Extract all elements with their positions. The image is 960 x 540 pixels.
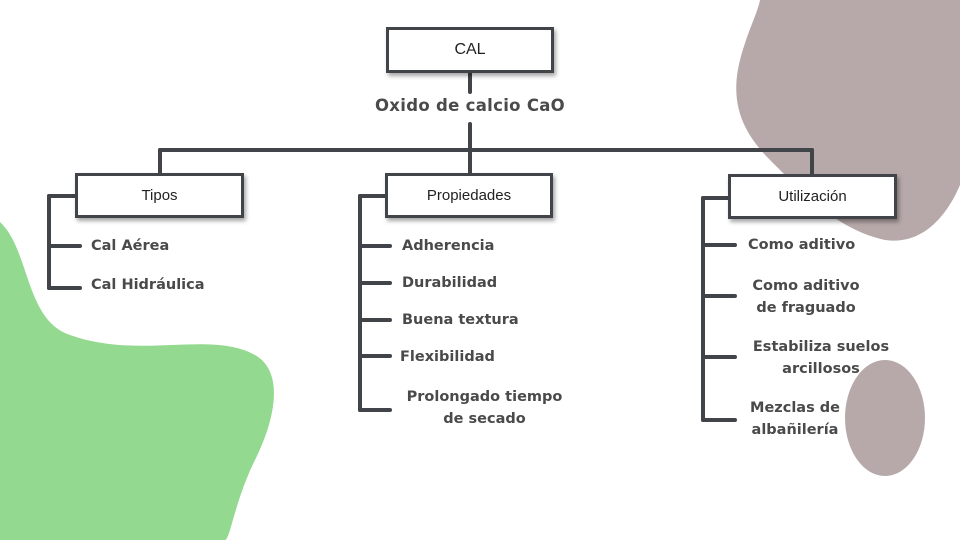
item-prolongado-line1: Prolongado tiempo [406, 389, 563, 405]
green-blob [0, 222, 274, 540]
mauve-blob-bottom [845, 360, 925, 476]
connector-lines [47, 71, 814, 422]
root-box: CAL [386, 27, 554, 73]
branch-title-tipos: Tipos [141, 187, 178, 204]
item-mezclas-line1: Mezclas de [750, 400, 840, 416]
root-title: CAL [454, 41, 486, 58]
item-prolongado-tiempo: Prolongado tiempo de secado [392, 386, 577, 430]
item-como-aditivo-fraguado: Como aditivo de fraguado [736, 275, 876, 319]
branch-box-tipos: Tipos [75, 173, 244, 218]
item-fraguado-line2: de fraguado [756, 300, 856, 316]
item-estabiliza-suelos: Estabiliza suelos arcillosos [740, 336, 902, 380]
item-buena-textura: Buena textura [402, 312, 519, 328]
branch-box-propiedades: Propiedades [385, 173, 553, 218]
item-mezclas-line2: albañilería [751, 422, 839, 438]
item-como-aditivo: Como aditivo [748, 237, 856, 253]
item-cal-hidraulica: Cal Hidráulica [91, 277, 205, 293]
item-cal-aerea: Cal Aérea [91, 238, 170, 254]
branch-title-propiedades: Propiedades [426, 187, 512, 204]
item-flexibilidad: Flexibilidad [400, 349, 495, 365]
item-prolongado-line2: de secado [443, 411, 526, 427]
branch-box-utilizacion: Utilización [728, 174, 897, 219]
item-durabilidad: Durabilidad [402, 275, 498, 291]
item-estabiliza-line1: Estabiliza suelos [752, 339, 890, 355]
item-estabiliza-line2: arcillosos [782, 361, 860, 377]
root-subtitle: Oxido de calcio CaO [374, 96, 566, 115]
item-fraguado-line1: Como aditivo [752, 278, 860, 294]
item-mezclas-albanileria: Mezclas de albañilería [737, 397, 853, 441]
branch-title-utilizacion: Utilización [778, 188, 847, 205]
item-adherencia: Adherencia [402, 238, 495, 254]
